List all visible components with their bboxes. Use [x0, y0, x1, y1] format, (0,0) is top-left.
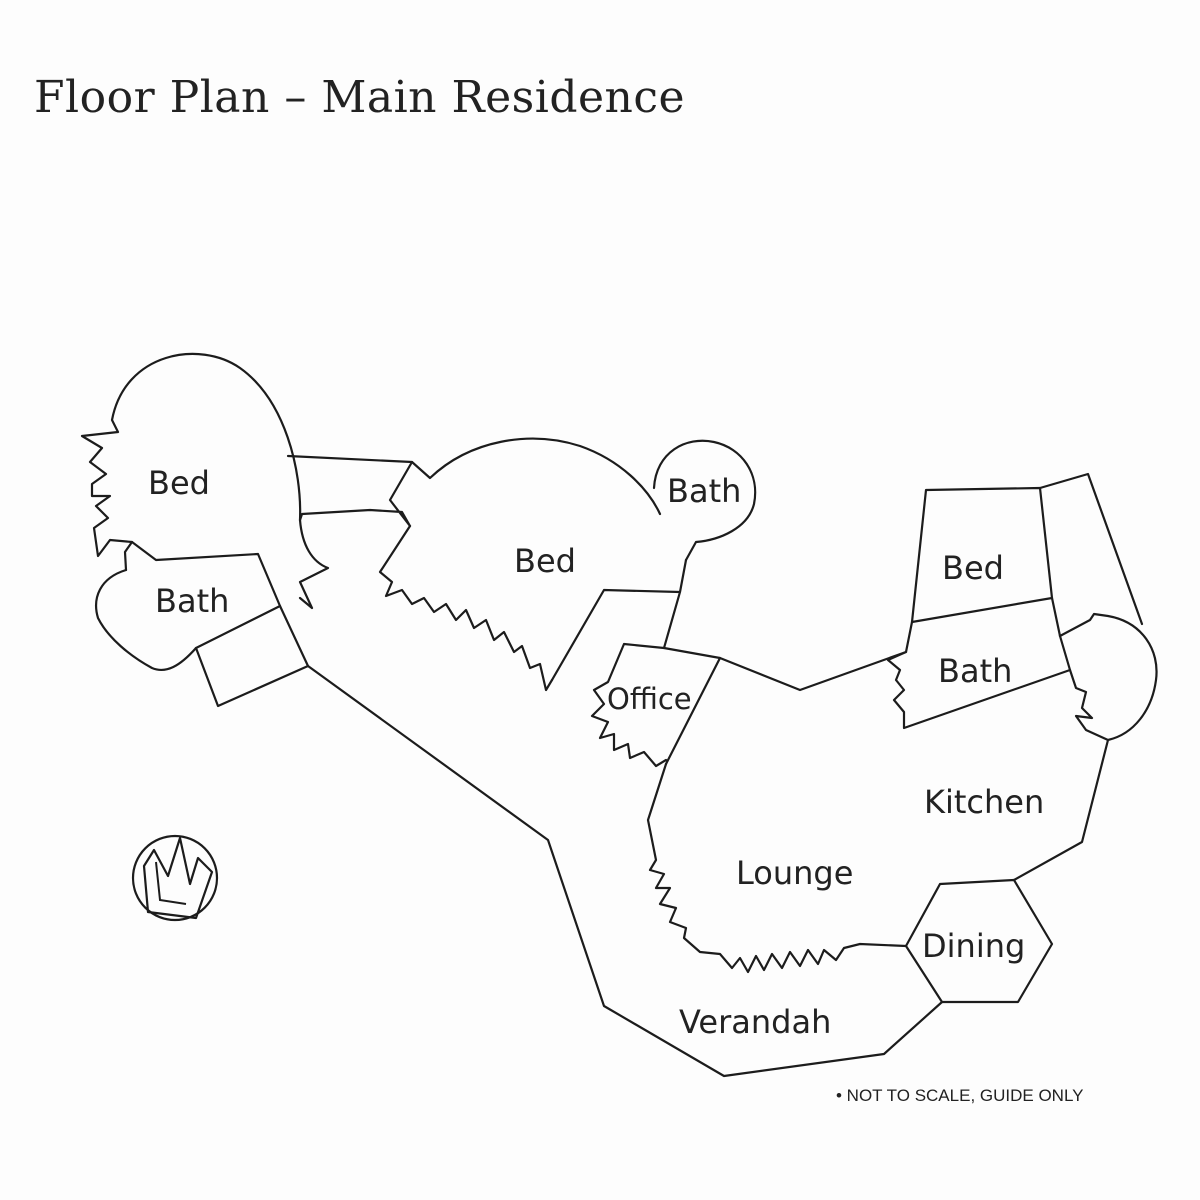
wall-dining — [904, 878, 1054, 1004]
wall-bed-far-right — [1038, 472, 1144, 638]
walls — [80, 352, 1158, 1078]
page-title: Floor Plan – Main Residence — [34, 72, 686, 123]
room-labels: Bed Bath Bed Bath Bed Bath Office Kitche… — [148, 464, 1044, 1041]
scale-note: • NOT TO SCALE, GUIDE ONLY — [836, 1086, 1084, 1105]
room-label-lounge: Lounge — [736, 854, 853, 892]
room-label-bath-round: Bath — [667, 472, 741, 510]
wall-kitchen — [1012, 612, 1158, 882]
room-label-verandah: Verandah — [679, 1003, 831, 1041]
wall-bath-round — [652, 439, 757, 562]
room-label-bed-right: Bed — [942, 549, 1004, 587]
room-label-bed-left: Bed — [148, 464, 210, 502]
wall-lounge — [646, 650, 908, 974]
room-label-dining: Dining — [922, 927, 1025, 965]
wall-corridor-bottom — [278, 604, 310, 668]
room-label-bath-left: Bath — [155, 582, 229, 620]
wall-bed-center — [378, 437, 662, 692]
wall-bath-left — [95, 540, 282, 672]
wall-bath-right — [886, 620, 1072, 730]
wall-bed-left — [80, 352, 330, 610]
wall-link-top — [286, 454, 414, 528]
room-label-kitchen: Kitchen — [924, 783, 1044, 821]
wall-west-wing — [194, 646, 944, 1078]
wall-corridor-top — [550, 558, 688, 682]
north-compass-icon — [131, 834, 219, 922]
room-label-bed-center: Bed — [514, 542, 576, 580]
room-label-bath-right: Bath — [938, 652, 1012, 690]
room-label-office: Office — [607, 682, 692, 716]
